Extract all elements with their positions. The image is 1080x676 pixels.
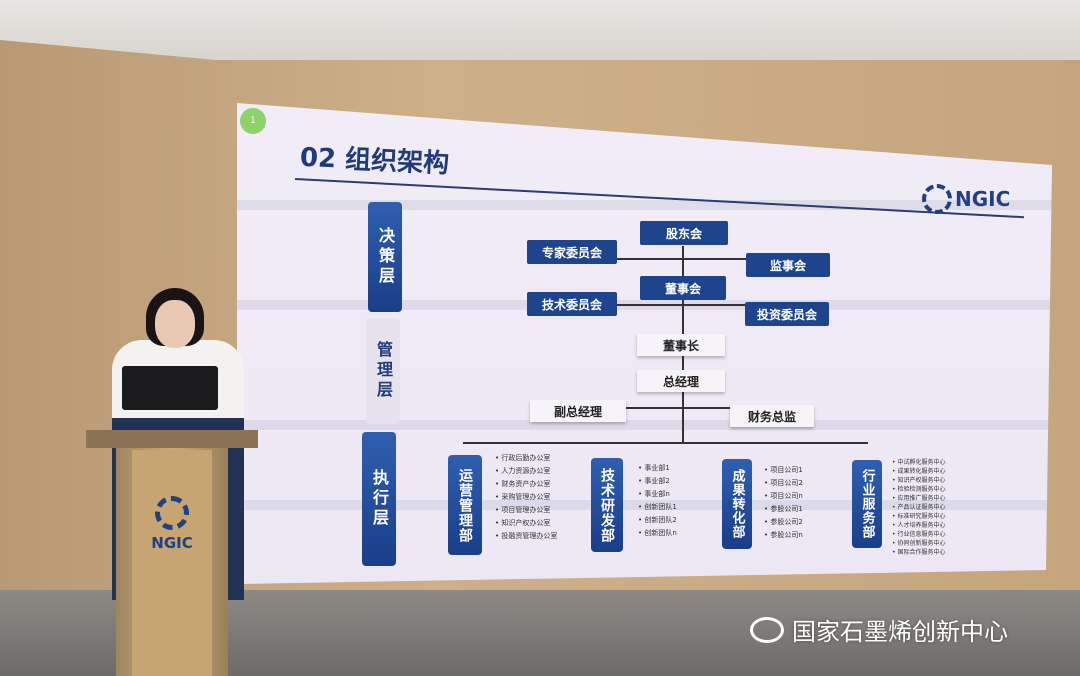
list-item: 创新团队2 — [638, 514, 676, 527]
stripe — [237, 420, 1052, 430]
list-item: 投融资管理办公室 — [495, 530, 557, 543]
list-item: 行业信息服务中心 — [892, 530, 945, 539]
podium-logo: NGIC — [146, 496, 198, 552]
list-item: 应用推广服务中心 — [892, 494, 945, 503]
layer-decision: 决策层 — [368, 202, 402, 312]
list-item: 创新团队1 — [638, 501, 676, 514]
podium-panel — [132, 450, 212, 676]
dept-industry-service: 行业服务部 — [852, 460, 882, 548]
connector — [610, 304, 750, 306]
box-deputy-gm: 副总经理 — [530, 400, 626, 422]
podium-logo-text: NGIC — [151, 534, 193, 552]
ngic-logo: NGIC — [922, 184, 1010, 214]
box-gm: 总经理 — [637, 370, 725, 392]
list-item: 参股公司n — [764, 529, 803, 542]
wechat-icon — [750, 616, 784, 643]
list-item: 行政后勤办公室 — [495, 452, 557, 465]
box-supervisors: 监事会 — [746, 253, 830, 277]
layer-management: 管理层 — [366, 318, 400, 424]
list-item: 项目公司2 — [764, 477, 802, 490]
box-shareholders: 股东会 — [640, 221, 728, 245]
aperture-icon — [922, 184, 952, 214]
dept-transfer: 成果转化部 — [722, 459, 752, 549]
connector — [610, 258, 750, 260]
box-tech-committee: 技术委员会 — [527, 292, 617, 316]
dept-transfer-list: 项目公司1 项目公司2 项目公司n 参股公司1 参股公司2 参股公司n — [764, 464, 803, 542]
list-item: 知识产权服务中心 — [892, 476, 945, 485]
box-experts: 专家委员会 — [527, 240, 617, 264]
list-item: 项目管理办公室 — [495, 504, 557, 517]
list-item: 标准研究服务中心 — [892, 512, 945, 521]
box-cfo: 财务总监 — [730, 405, 814, 427]
laptop — [122, 366, 218, 410]
list-item: 参股公司1 — [764, 503, 802, 516]
list-item: 采购管理办公室 — [495, 491, 557, 504]
list-item: 国际合作服务中心 — [892, 548, 945, 557]
list-item: 事业部n — [638, 488, 677, 501]
dept-operations-list: 行政后勤办公室 人力资源办公室 财务资产办公室 采购管理办公室 项目管理办公室 … — [495, 452, 557, 543]
logo-text: NGIC — [955, 187, 1011, 211]
layer-execution: 执行层 — [362, 432, 396, 566]
list-item: 协同创新服务中心 — [892, 539, 945, 548]
dept-operations: 运营管理部 — [448, 455, 482, 555]
list-item: 成果转化服务中心 — [892, 467, 945, 476]
list-item: 知识产权办公室 — [495, 517, 557, 530]
page-badge: 1 — [240, 108, 266, 134]
stripe — [237, 200, 1052, 210]
watermark-text: 国家石墨烯创新中心 — [792, 618, 1008, 646]
slide-title: 02 组织架构 — [299, 142, 450, 180]
connector — [600, 407, 760, 409]
box-board: 董事会 — [640, 276, 726, 300]
watermark: 国家石墨烯创新中心 — [750, 612, 1008, 647]
box-investment: 投资委员会 — [745, 302, 829, 326]
speaker-face — [155, 300, 195, 348]
dept-industry-service-list: 中试孵化服务中心 成果转化服务中心 知识产权服务中心 检验检测服务中心 应用推广… — [892, 458, 945, 557]
list-item: 事业部1 — [638, 462, 677, 475]
aperture-icon — [155, 496, 189, 530]
dept-rnd-list: 事业部1 事业部2 事业部n 创新团队1 创新团队2 创新团队n — [638, 462, 677, 540]
ceiling — [0, 0, 1080, 60]
podium-top — [86, 430, 258, 448]
list-item: 事业部2 — [638, 475, 677, 488]
list-item: 项目公司n — [764, 490, 803, 503]
box-chairman: 董事长 — [637, 334, 725, 356]
list-item: 参股公司2 — [764, 516, 802, 529]
list-item: 项目公司1 — [764, 464, 802, 477]
list-item: 人力资源办公室 — [495, 465, 557, 478]
connector — [463, 442, 868, 444]
list-item: 财务资产办公室 — [495, 478, 557, 491]
list-item: 创新团队n — [638, 527, 677, 540]
list-item: 中试孵化服务中心 — [892, 458, 945, 467]
list-item: 产品认证服务中心 — [892, 503, 945, 512]
list-item: 检验检测服务中心 — [892, 485, 945, 494]
dept-rnd: 技术研发部 — [591, 458, 623, 552]
list-item: 人才培养服务中心 — [892, 521, 945, 530]
